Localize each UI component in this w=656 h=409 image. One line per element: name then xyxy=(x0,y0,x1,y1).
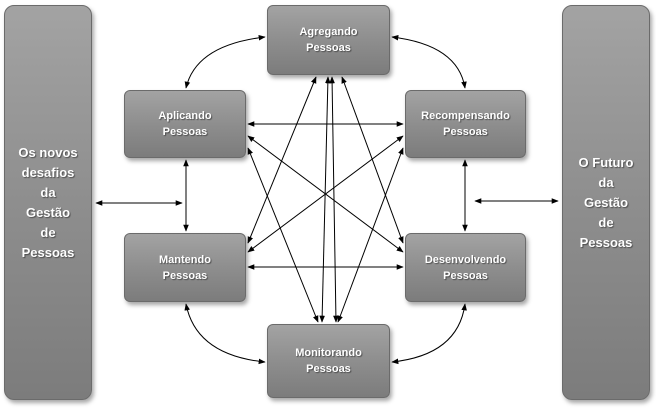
node-agregando-label: Agregando Pessoas xyxy=(299,26,358,54)
node-monitorando-label: Monitorando Pessoas xyxy=(295,347,362,375)
left-panel-label: Os novos desafios da Gestão de Pessoas xyxy=(18,144,78,260)
arrow-agregando-recompensando xyxy=(391,34,467,89)
node-desenvolvendo-pessoas: Desenvolvendo Pessoas xyxy=(405,233,526,302)
node-recompensando-label: Recompensando Pessoas xyxy=(421,110,510,138)
arrow-agregando-desenvolvendo xyxy=(341,76,404,244)
node-monitorando-pessoas: Monitorando Pessoas xyxy=(267,324,390,398)
arrow-aplicando-monitorando xyxy=(247,147,319,323)
arrow-agregando-mantendo xyxy=(247,76,317,244)
arrow-agregando-monitorando-a xyxy=(319,76,331,323)
node-mantendo-pessoas: Mantendo Pessoas xyxy=(124,233,246,302)
node-recompensando-pessoas: Recompensando Pessoas xyxy=(405,90,526,158)
arrow-recompensando-monitorando xyxy=(337,147,404,323)
node-desenvolvendo-label: Desenvolvendo Pessoas xyxy=(424,253,507,282)
right-panel-label: O Futuro da Gestão de Pessoas xyxy=(578,154,634,250)
left-panel-novos-desafios: Os novos desafios da Gestão de Pessoas xyxy=(4,5,92,400)
arrow-desenvolvendo-monitorando xyxy=(391,303,467,365)
arrow-mantendo-monitorando xyxy=(184,303,266,365)
right-panel-futuro: O Futuro da Gestão de Pessoas xyxy=(562,5,650,400)
node-aplicando-pessoas: Aplicando Pessoas xyxy=(124,90,246,158)
arrow-agregando-aplicando xyxy=(184,34,266,89)
arrow-agregando-monitorando-b xyxy=(329,76,339,323)
node-aplicando-label: Aplicando Pessoas xyxy=(158,110,212,138)
node-mantendo-label: Mantendo Pessoas xyxy=(159,253,211,282)
node-agregando-pessoas: Agregando Pessoas xyxy=(267,5,390,75)
